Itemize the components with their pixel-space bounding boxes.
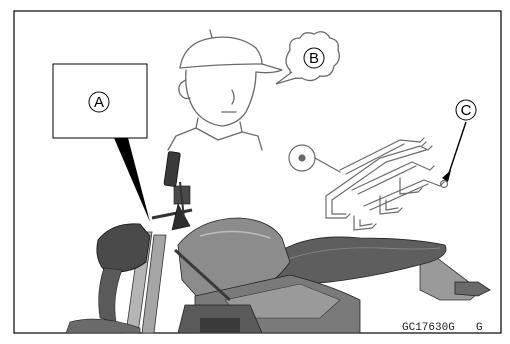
figure-code: GC17630G xyxy=(402,322,455,334)
figure-suffix: G xyxy=(476,322,483,334)
label-b: B xyxy=(309,50,319,67)
label-c: C xyxy=(461,102,472,119)
label-a: A xyxy=(94,94,104,111)
